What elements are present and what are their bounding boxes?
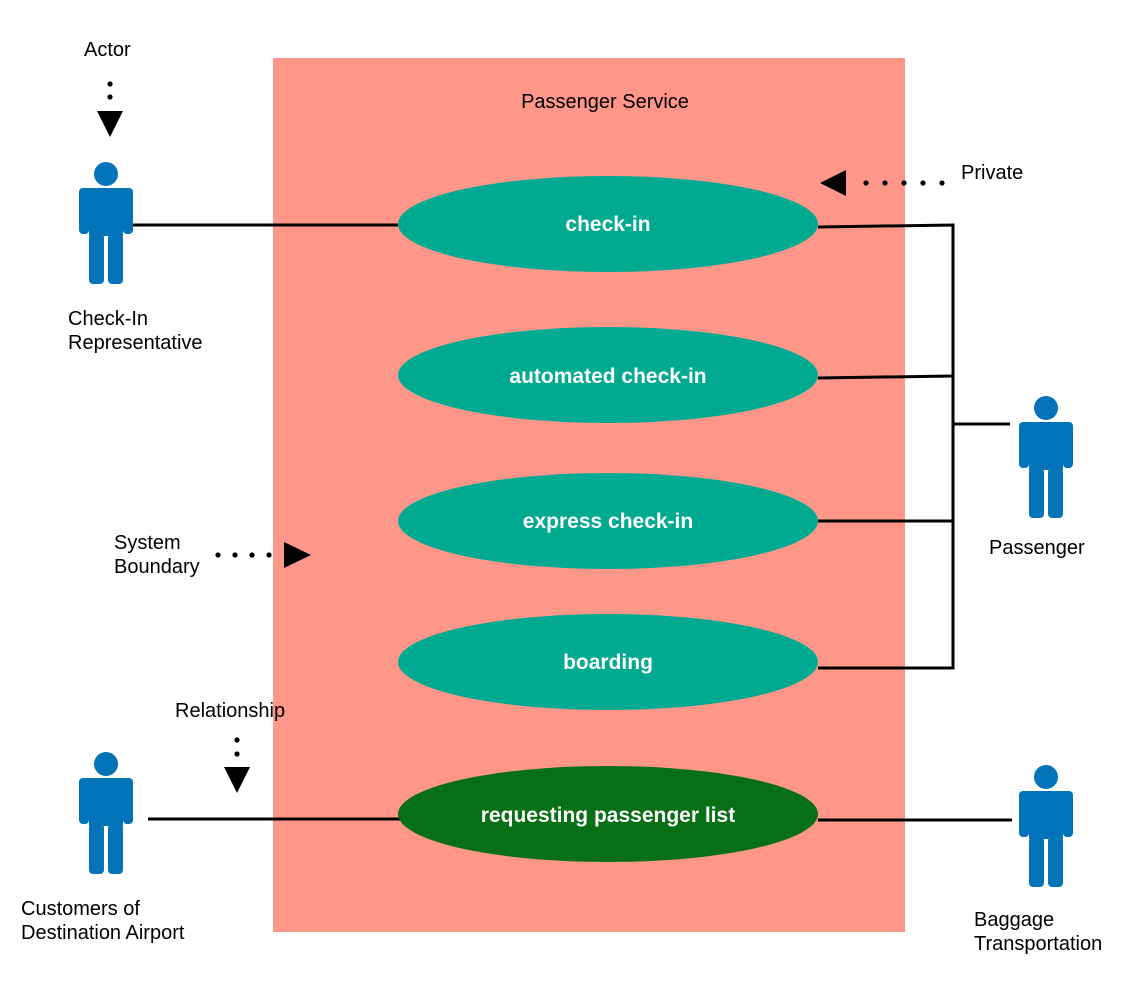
use-case-label: requesting passenger list <box>481 804 735 827</box>
use-case-label: boarding <box>563 651 653 674</box>
actor-annotation-arrow <box>97 81 123 137</box>
actor-baggage-label: Baggage Transportation <box>974 908 1102 956</box>
actor-label-line: Customers of <box>21 898 140 920</box>
actor-label-line: Check-In <box>68 308 149 330</box>
system-title: Passenger Service <box>521 91 689 113</box>
private-annotation-label: Private <box>961 162 1024 184</box>
use-case-check-in[interactable]: check-in <box>398 176 818 272</box>
use-case-label: automated check-in <box>509 365 706 388</box>
system-boundary-annotation-label: System Boundary <box>114 531 200 579</box>
use-case-automated-check-in[interactable]: automated check-in <box>398 327 818 423</box>
use-case-label: express check-in <box>523 510 693 533</box>
use-case-boarding[interactable]: boarding <box>398 614 818 710</box>
actor-label-line: Baggage <box>974 909 1055 931</box>
actor-label-line: Destination Airport <box>21 922 185 944</box>
actor-annotation-label: Actor <box>84 39 131 61</box>
actor-customers-icon[interactable] <box>79 752 133 874</box>
annotation-label-line: System <box>114 532 181 554</box>
system-boundary-annotation-arrow <box>215 542 311 568</box>
actor-passenger-label: Passenger <box>989 537 1085 559</box>
actor-label-line: Transportation <box>974 933 1103 955</box>
actor-baggage-icon[interactable] <box>1019 765 1073 887</box>
association-passenger-bus <box>817 223 955 670</box>
relationship-annotation-label: Relationship <box>175 700 286 722</box>
annotation-label-line: Boundary <box>114 556 200 578</box>
actor-passenger-icon[interactable] <box>1019 396 1073 518</box>
actor-label-line: Representative <box>68 332 203 354</box>
relationship-annotation-arrow <box>224 737 250 793</box>
actor-check-in-representative-label: Check-In Representative <box>68 307 203 355</box>
private-annotation-arrow <box>820 170 945 196</box>
actor-check-in-representative-icon[interactable] <box>79 162 133 284</box>
actor-customers-label: Customers of Destination Airport <box>21 897 184 945</box>
use-case-requesting-passenger-list[interactable]: requesting passenger list <box>398 766 818 862</box>
use-case-label: check-in <box>565 213 650 236</box>
use-case-express-check-in[interactable]: express check-in <box>398 473 818 569</box>
association-automated <box>817 374 954 380</box>
